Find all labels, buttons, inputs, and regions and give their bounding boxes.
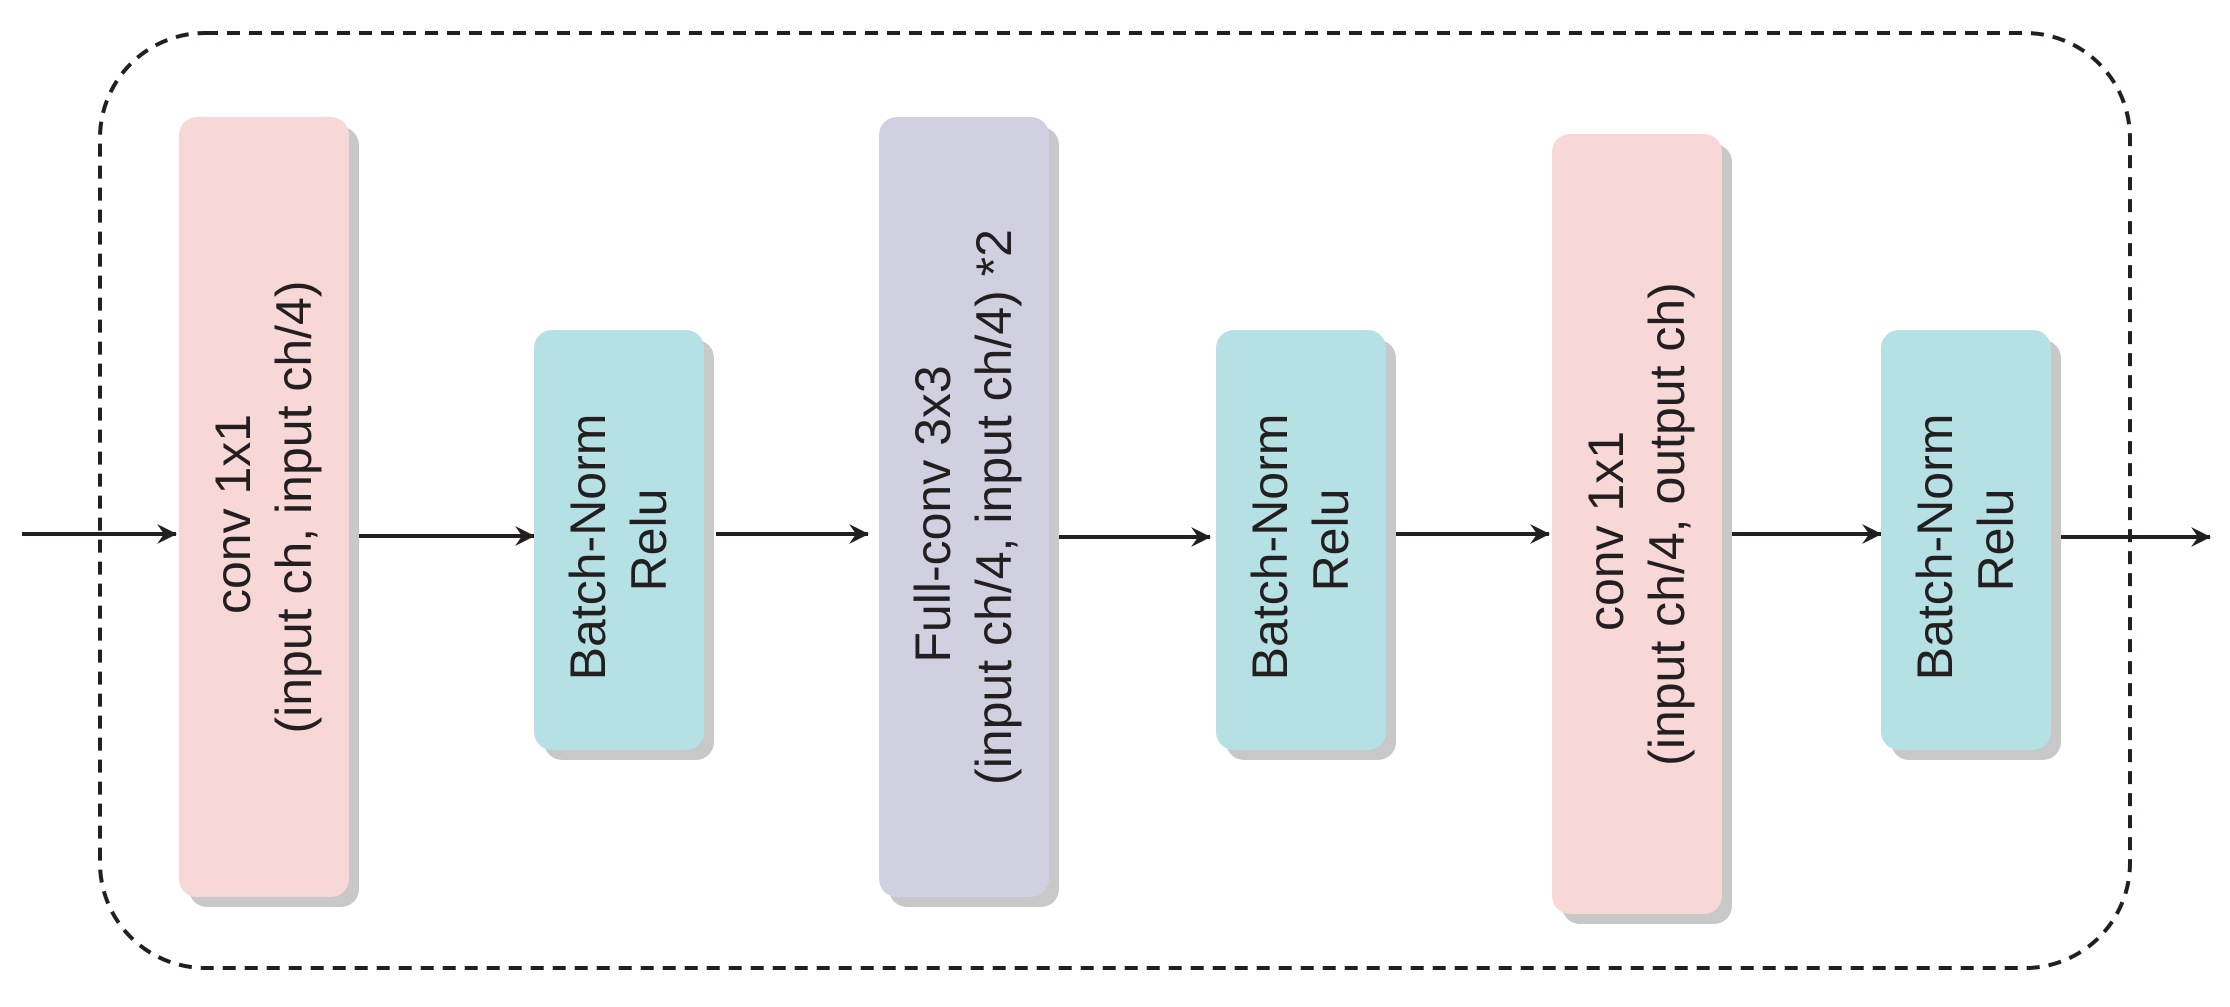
block-label-line-1: Batch-Norm [560,414,616,681]
block-label-line-2: (input ch/4, output ch) [1639,282,1695,766]
block-label: Batch-Norm Relu [1242,400,1359,681]
block-body [534,330,704,750]
block-label-line-2: Relu [1303,489,1359,592]
block-body [1552,134,1722,914]
block-label: Batch-Norm Relu [1907,400,2024,681]
block-body [1881,330,2051,750]
block-body [879,117,1049,897]
block-label-line-2: Relu [621,489,677,592]
block-label-line-2: (input ch/4, input ch/4) *2 [966,229,1022,785]
block-batchnorm-relu-1: Batch-Norm Relu [534,330,714,760]
block-body [1216,330,1386,750]
block-batchnorm-relu-3: Batch-Norm Relu [1881,330,2061,760]
block-label-line-2: Relu [1968,489,2024,592]
block-body [179,117,349,897]
block-label-line-1: conv 1x1 [205,414,261,614]
block-label: Full-conv 3x3 (input ch/4, input ch/4) *… [905,229,1022,785]
block-label-line-1: Batch-Norm [1242,414,1298,681]
block-conv1x1-in: conv 1x1 (input ch, input ch/4) [179,117,359,907]
block-label-line-1: Full-conv 3x3 [905,365,961,662]
block-conv1x1-out: conv 1x1 (input ch/4, output ch) [1552,134,1732,924]
block-label: Batch-Norm Relu [560,400,677,681]
block-label-line-2: (input ch, input ch/4) [266,280,322,733]
flow-arrows [22,524,2211,547]
block-label-line-1: conv 1x1 [1578,431,1634,631]
block-label: conv 1x1 (input ch, input ch/4) [205,280,322,733]
module-boundary [98,31,2132,970]
block-fullconv3x3: Full-conv 3x3 (input ch/4, input ch/4) *… [879,117,1059,907]
block-label-line-1: Batch-Norm [1907,414,1963,681]
block-batchnorm-relu-2: Batch-Norm Relu [1216,330,1396,760]
block-label: conv 1x1 (input ch/4, output ch) [1578,282,1695,766]
